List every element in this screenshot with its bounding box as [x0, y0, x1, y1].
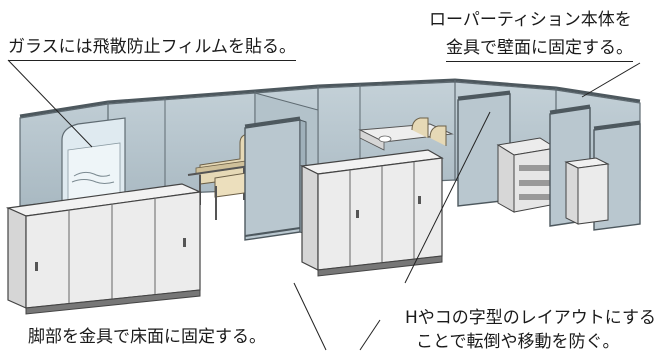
partition-panel-center-right — [457, 90, 511, 207]
caption-layout-line1: Hやコの字型のレイアウトにする — [405, 308, 656, 328]
leader-lines — [7, 59, 641, 351]
caption-glass-film: ガラスには飛散防止フィルムを貼る。 — [8, 36, 296, 61]
caption-wall-fix-line2: 金具で壁面に固定する。 — [446, 37, 633, 62]
copier-icon — [496, 137, 558, 213]
table-icon — [358, 117, 454, 151]
caption-wall-fix-line1: ローパーティション本体を — [429, 10, 632, 30]
desk-cabinet-icon — [564, 157, 610, 225]
cabinet-icon — [5, 183, 203, 315]
caption-layout-line2: ことで転倒や移動を防ぐ。 — [416, 332, 620, 352]
partition-panel-center — [244, 116, 307, 241]
glass-panel-icon — [61, 117, 126, 207]
caption-base-fix: 脚部を金具で床面に固定する。 — [28, 327, 266, 347]
cabinet-center-icon — [299, 149, 444, 277]
